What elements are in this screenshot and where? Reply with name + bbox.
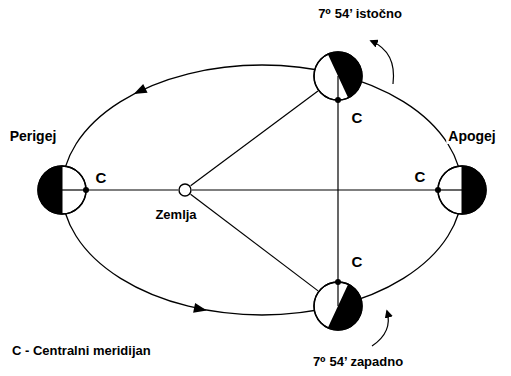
meridian-dot <box>435 187 441 193</box>
position-label: 7⁰ 54’ istočno <box>316 7 404 22</box>
disc-outline <box>314 52 362 100</box>
meridian-mark: C <box>350 253 365 270</box>
moon-circle: 7⁰ 54’ istočnoC <box>313 51 363 101</box>
sight-line <box>87 189 178 190</box>
orbit-arrow <box>193 303 208 315</box>
position-label: 7⁰ 54’ zapadno <box>311 355 405 370</box>
orbit-ellipse <box>62 65 462 315</box>
libration-arrow <box>371 41 394 84</box>
disc-outline <box>438 166 486 214</box>
disc <box>38 166 86 214</box>
position-label: Perigej <box>8 128 59 144</box>
meridian-dot <box>335 279 341 285</box>
dark-half <box>462 166 486 214</box>
libration-arrow <box>372 311 388 346</box>
terminator-line <box>62 166 63 214</box>
moon-shape <box>313 281 363 331</box>
disc-outline <box>38 166 86 214</box>
sight-line <box>192 189 437 190</box>
meridian-mark: C <box>94 169 109 186</box>
disc <box>179 184 191 196</box>
moon-shape <box>313 51 363 101</box>
orbit-arrow <box>132 84 148 99</box>
earth-shape <box>178 183 192 197</box>
moon-shape <box>437 165 487 215</box>
meridian-dot <box>83 187 89 193</box>
moon-circle: C7⁰ 54’ zapadno <box>313 281 363 331</box>
meridian-mark: C <box>413 168 428 185</box>
moon-circle: ApogejC <box>437 165 487 215</box>
moon-circle: PerigejC <box>37 165 87 215</box>
meridian-line <box>62 189 86 190</box>
legend-note: C - Centralni meridijan <box>12 344 151 359</box>
sight-line <box>337 101 338 281</box>
earth-circle: Zemlja <box>178 183 192 197</box>
moon-shape <box>37 165 87 215</box>
meridian-dot <box>335 97 341 103</box>
terminator-line <box>462 166 463 214</box>
meridian-line <box>337 282 338 306</box>
meridian-mark: C <box>350 109 365 126</box>
meridian-line <box>438 189 462 190</box>
disc <box>438 166 486 214</box>
disc-outline <box>314 282 362 330</box>
position-label: Apogej <box>446 128 497 144</box>
position-label: Zemlja <box>153 208 198 223</box>
dark-half <box>38 166 62 214</box>
sight-line <box>191 194 319 291</box>
meridian-line <box>337 76 338 100</box>
sight-line <box>191 91 318 186</box>
